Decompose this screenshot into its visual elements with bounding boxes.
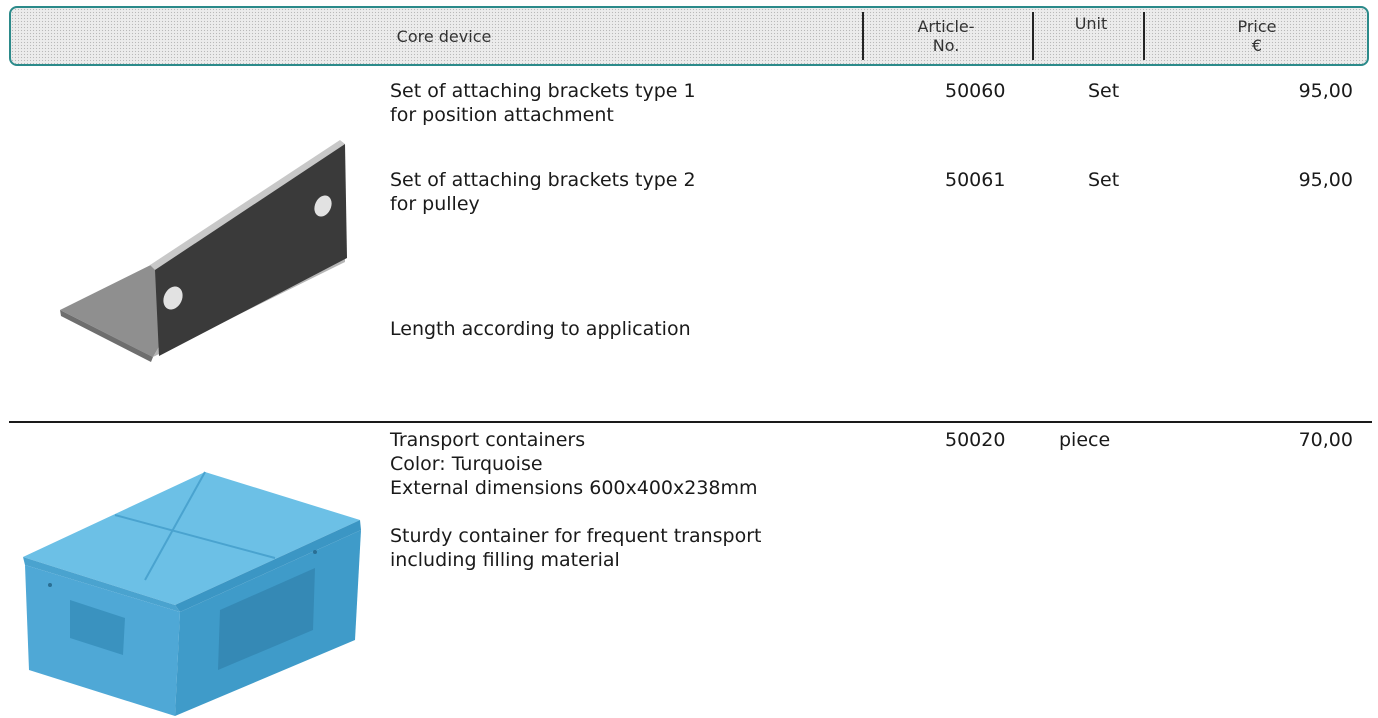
- header-article-line2: No.: [932, 36, 960, 55]
- item-line: for pulley: [390, 193, 480, 215]
- item-line: Sturdy container for frequent transport: [390, 525, 762, 547]
- item-article-no: 50061: [945, 169, 1006, 191]
- header-price-label: Price: [1237, 17, 1277, 36]
- item-article-no: 50060: [945, 80, 1006, 102]
- header-title: Core device: [396, 26, 492, 46]
- item-article-no: 50020: [945, 429, 1006, 451]
- item-note: Length according to application: [390, 318, 691, 340]
- header-separator: [862, 12, 864, 60]
- item-description: Set of attaching brackets type 1 for pos…: [390, 79, 696, 127]
- item-price: 95,00: [1298, 80, 1353, 102]
- bracket-image: [60, 140, 347, 362]
- item-description: Transport containers Color: Turquoise Ex…: [390, 428, 762, 572]
- item-line: for position attachment: [390, 104, 614, 126]
- header-separator: [1143, 12, 1145, 60]
- item-unit: Set: [1088, 80, 1120, 102]
- item-line: Set of attaching brackets type 1: [390, 80, 696, 102]
- container-image: [23, 471, 361, 716]
- header-price: Price €: [1145, 8, 1369, 64]
- header-article-line1: Article-: [917, 17, 975, 36]
- header-unit: Unit: [1034, 8, 1148, 64]
- item-line: External dimensions 600x400x238mm: [390, 477, 758, 499]
- header-unit-label: Unit: [1074, 14, 1108, 33]
- item-line: Set of attaching brackets type 2: [390, 169, 696, 191]
- header-article-no: Article- No.: [864, 8, 1028, 64]
- item-unit: piece: [1059, 429, 1111, 451]
- table-header: Core device Article- No. Unit Price €: [9, 6, 1369, 66]
- item-price: 95,00: [1298, 169, 1353, 191]
- header-price-currency: €: [1251, 36, 1263, 55]
- header-separator: [1032, 12, 1034, 60]
- item-line: including filling material: [390, 549, 620, 571]
- header-core-device: Core device: [11, 8, 877, 64]
- item-line: Transport containers: [390, 429, 586, 451]
- item-price: 70,00: [1298, 429, 1353, 451]
- item-unit: Set: [1088, 169, 1120, 191]
- section-divider: [9, 421, 1372, 423]
- item-line: Color: Turquoise: [390, 453, 543, 475]
- item-description: Set of attaching brackets type 2 for pul…: [390, 168, 696, 216]
